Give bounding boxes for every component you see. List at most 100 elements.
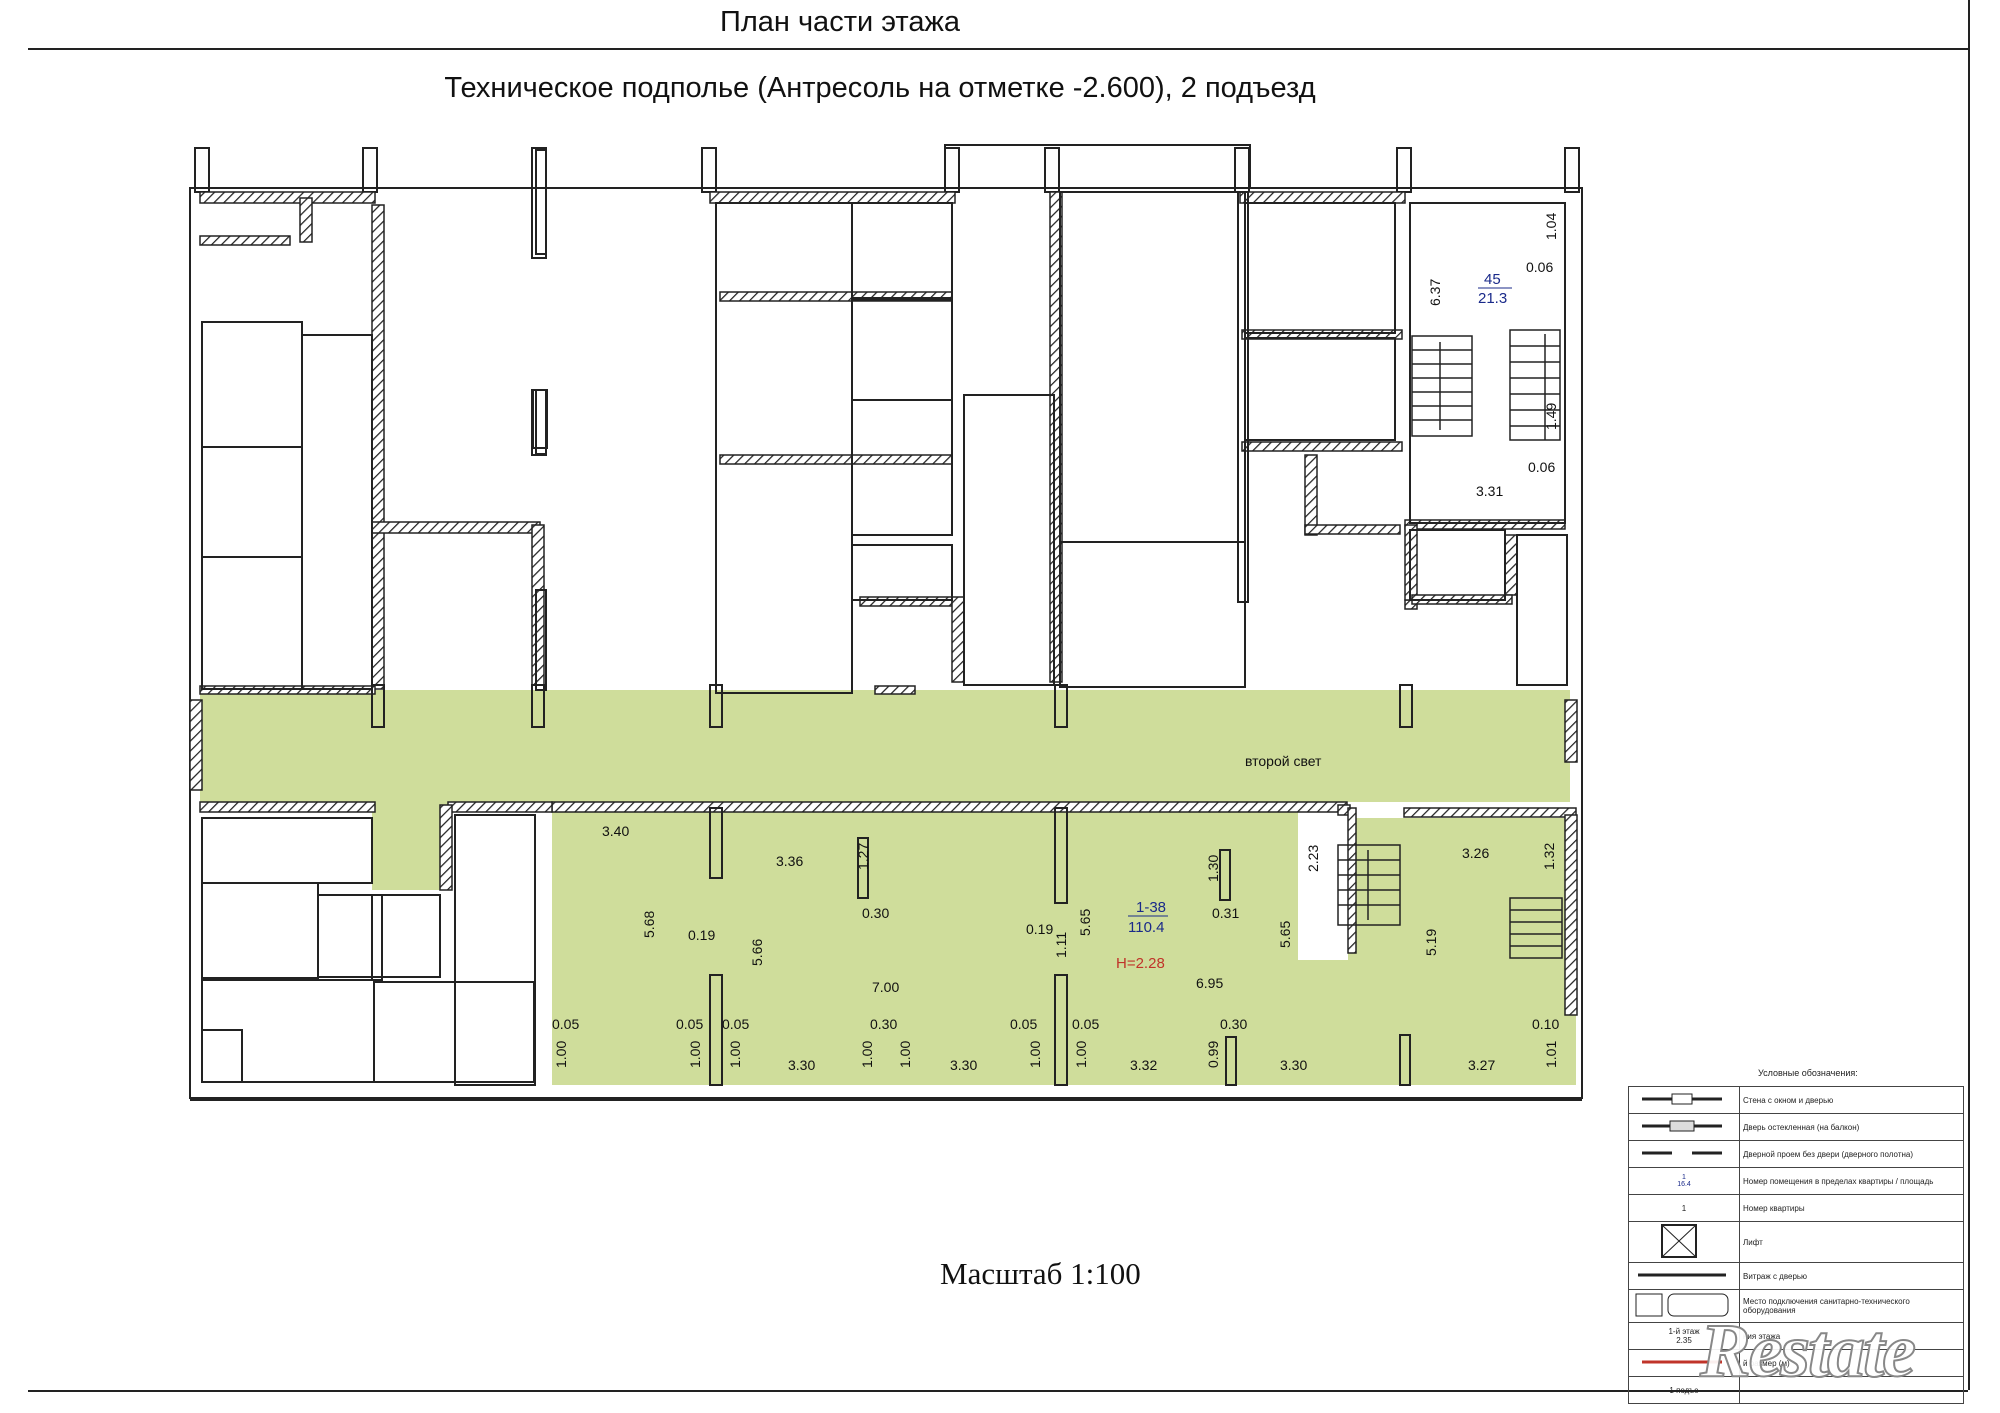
legend-text: Витраж с дверью xyxy=(1739,1262,1964,1290)
dimension: 5.19 xyxy=(1423,929,1439,956)
dimension: 0.99 xyxy=(1205,1041,1221,1068)
hatched-walls xyxy=(189,191,1578,1016)
dimension: 3.31 xyxy=(1476,483,1503,499)
dimension: 7.00 xyxy=(872,979,899,995)
legend-text: Дверь остекленная (на балкон) xyxy=(1739,1113,1964,1141)
legend-row: 1 Номер квартиры xyxy=(1628,1194,1964,1222)
legend-row: Витраж с дверью xyxy=(1628,1262,1964,1290)
legend-text: Дверной проем без двери (дверного полотн… xyxy=(1739,1140,1964,1168)
dimension: 0.05 xyxy=(722,1016,749,1032)
page-title: План части этажа xyxy=(719,6,960,38)
legend-row: Стена с окном и дверью xyxy=(1628,1086,1964,1114)
room-main-number: 1-38 xyxy=(1136,899,1166,916)
dimension: 0.30 xyxy=(870,1016,897,1032)
dimension: 0.10 xyxy=(1532,1016,1559,1032)
dimension: 1.00 xyxy=(727,1041,743,1068)
dimension: 5.65 xyxy=(1077,909,1093,936)
dimension: 1.49 xyxy=(1543,403,1559,430)
dimension: 0.19 xyxy=(688,927,715,943)
dimension: 5.68 xyxy=(641,911,657,938)
legend-room-area: 16.4 xyxy=(1677,1181,1691,1188)
dimension: 1.00 xyxy=(687,1041,703,1068)
dimension: 0.05 xyxy=(552,1016,579,1032)
legend-symbol: 1 подъе xyxy=(1628,1376,1740,1404)
dimension: 1.01 xyxy=(1543,1041,1559,1068)
dimension: 3.30 xyxy=(950,1057,977,1073)
legend-row: Дверной проем без двери (дверного полотн… xyxy=(1628,1140,1964,1168)
legend-text: Номер квартиры xyxy=(1739,1194,1964,1222)
legend-symbol: 1-й этаж 2.35 xyxy=(1628,1322,1740,1350)
dimension: 3.36 xyxy=(776,853,803,869)
legend-symbol: 1 16.4 xyxy=(1628,1167,1740,1195)
dimension: 1.27 xyxy=(855,843,871,870)
dimension: 1.11 xyxy=(1053,932,1069,958)
dimension: 0.31 xyxy=(1212,905,1239,921)
legend-text: Стена с окном и дверью xyxy=(1739,1086,1964,1114)
second-light-zone xyxy=(200,690,1576,1085)
dimension: 6.37 xyxy=(1427,279,1443,306)
dimension: 3.30 xyxy=(1280,1057,1307,1073)
dimension: 1.32 xyxy=(1541,843,1557,870)
dimension: 2.23 xyxy=(1305,845,1321,872)
dimension: 5.65 xyxy=(1277,921,1293,948)
dimension: 0.06 xyxy=(1528,459,1555,475)
second-light-label: второй свет xyxy=(1245,753,1322,769)
dimension: 1.00 xyxy=(859,1041,875,1068)
legend-row: 1 подъе xyxy=(1628,1376,1964,1404)
watermark-logo: Restate xyxy=(1699,1308,1917,1394)
legend-row: 1 16.4 Номер помещения в пределах кварти… xyxy=(1628,1167,1964,1195)
legend-room-number: 1 xyxy=(1682,1174,1686,1181)
legend-row: Лифт xyxy=(1628,1221,1964,1263)
plan-labels: второй свет 45 21.3 1-38 110.4 H=2.28 3.… xyxy=(552,213,1559,1073)
dimension: 0.19 xyxy=(1026,921,1053,937)
dimension: 1.30 xyxy=(1205,855,1221,882)
stair-flight-upper xyxy=(1411,329,1561,441)
frame-right-edge xyxy=(1968,0,1970,1390)
legend-heading: Условные обозначения: xyxy=(1758,1068,1858,1078)
legend-symbol: 1 xyxy=(1628,1194,1740,1222)
dimension: 1.00 xyxy=(553,1041,569,1068)
legend-symbol xyxy=(1628,1140,1740,1168)
dimension: 1.04 xyxy=(1543,213,1559,240)
legend-table: Стена с окном и дверью Дверь остекленная… xyxy=(1628,1086,1964,1404)
dimension: 0.06 xyxy=(1526,259,1553,275)
legend-text: Номер помещения в пределах квартиры / пл… xyxy=(1739,1167,1964,1195)
room-stair-number: 45 xyxy=(1484,271,1501,288)
legend-row: 1-й этаж 2.35 ния этажа xyxy=(1628,1322,1964,1350)
legend-row: Дверь остекленная (на балкон) xyxy=(1628,1113,1964,1141)
dimension: 0.30 xyxy=(1220,1016,1247,1032)
legend-text: Лифт xyxy=(1739,1221,1964,1263)
interior-walls xyxy=(201,149,1568,1086)
dimension: 6.95 xyxy=(1196,975,1223,991)
legend-text xyxy=(1739,1376,1964,1404)
dimension: 0.05 xyxy=(1072,1016,1099,1032)
dimension: 3.27 xyxy=(1468,1057,1495,1073)
dimension: 3.30 xyxy=(788,1057,815,1073)
footer-rule xyxy=(28,1390,1968,1392)
room-main-area: 110.4 xyxy=(1128,919,1164,936)
dimension: 3.32 xyxy=(1130,1057,1157,1073)
legend-floor: 1-й этаж xyxy=(1668,1327,1700,1336)
legend-text: ния этажа xyxy=(1739,1322,1964,1350)
page-subtitle: Техническое подполье (Антресоль на отмет… xyxy=(444,72,1316,104)
dimension: 1.00 xyxy=(1073,1041,1089,1068)
room-main-height: H=2.28 xyxy=(1116,955,1165,972)
dimension: 0.05 xyxy=(1010,1016,1037,1032)
dimension: 1.00 xyxy=(1027,1041,1043,1068)
legend: Условные обозначения: Стена с окном и дв… xyxy=(1628,1062,1964,1408)
room-stair-area: 21.3 xyxy=(1478,290,1507,307)
legend-symbol xyxy=(1628,1262,1740,1290)
dimension: 3.26 xyxy=(1462,845,1489,861)
legend-symbol xyxy=(1628,1221,1740,1263)
dimension: 0.30 xyxy=(862,905,889,921)
legend-symbol xyxy=(1628,1113,1740,1141)
bathtub-icon xyxy=(1635,1293,1729,1317)
dimension: 3.40 xyxy=(602,823,629,839)
legend-symbol xyxy=(1628,1349,1740,1377)
stair-flight-lower xyxy=(1337,844,1563,959)
legend-row: й размер (м) xyxy=(1628,1349,1964,1377)
header-rule xyxy=(28,48,1968,50)
elevator-icon xyxy=(1661,1224,1697,1258)
legend-height: 2.35 xyxy=(1676,1336,1692,1345)
